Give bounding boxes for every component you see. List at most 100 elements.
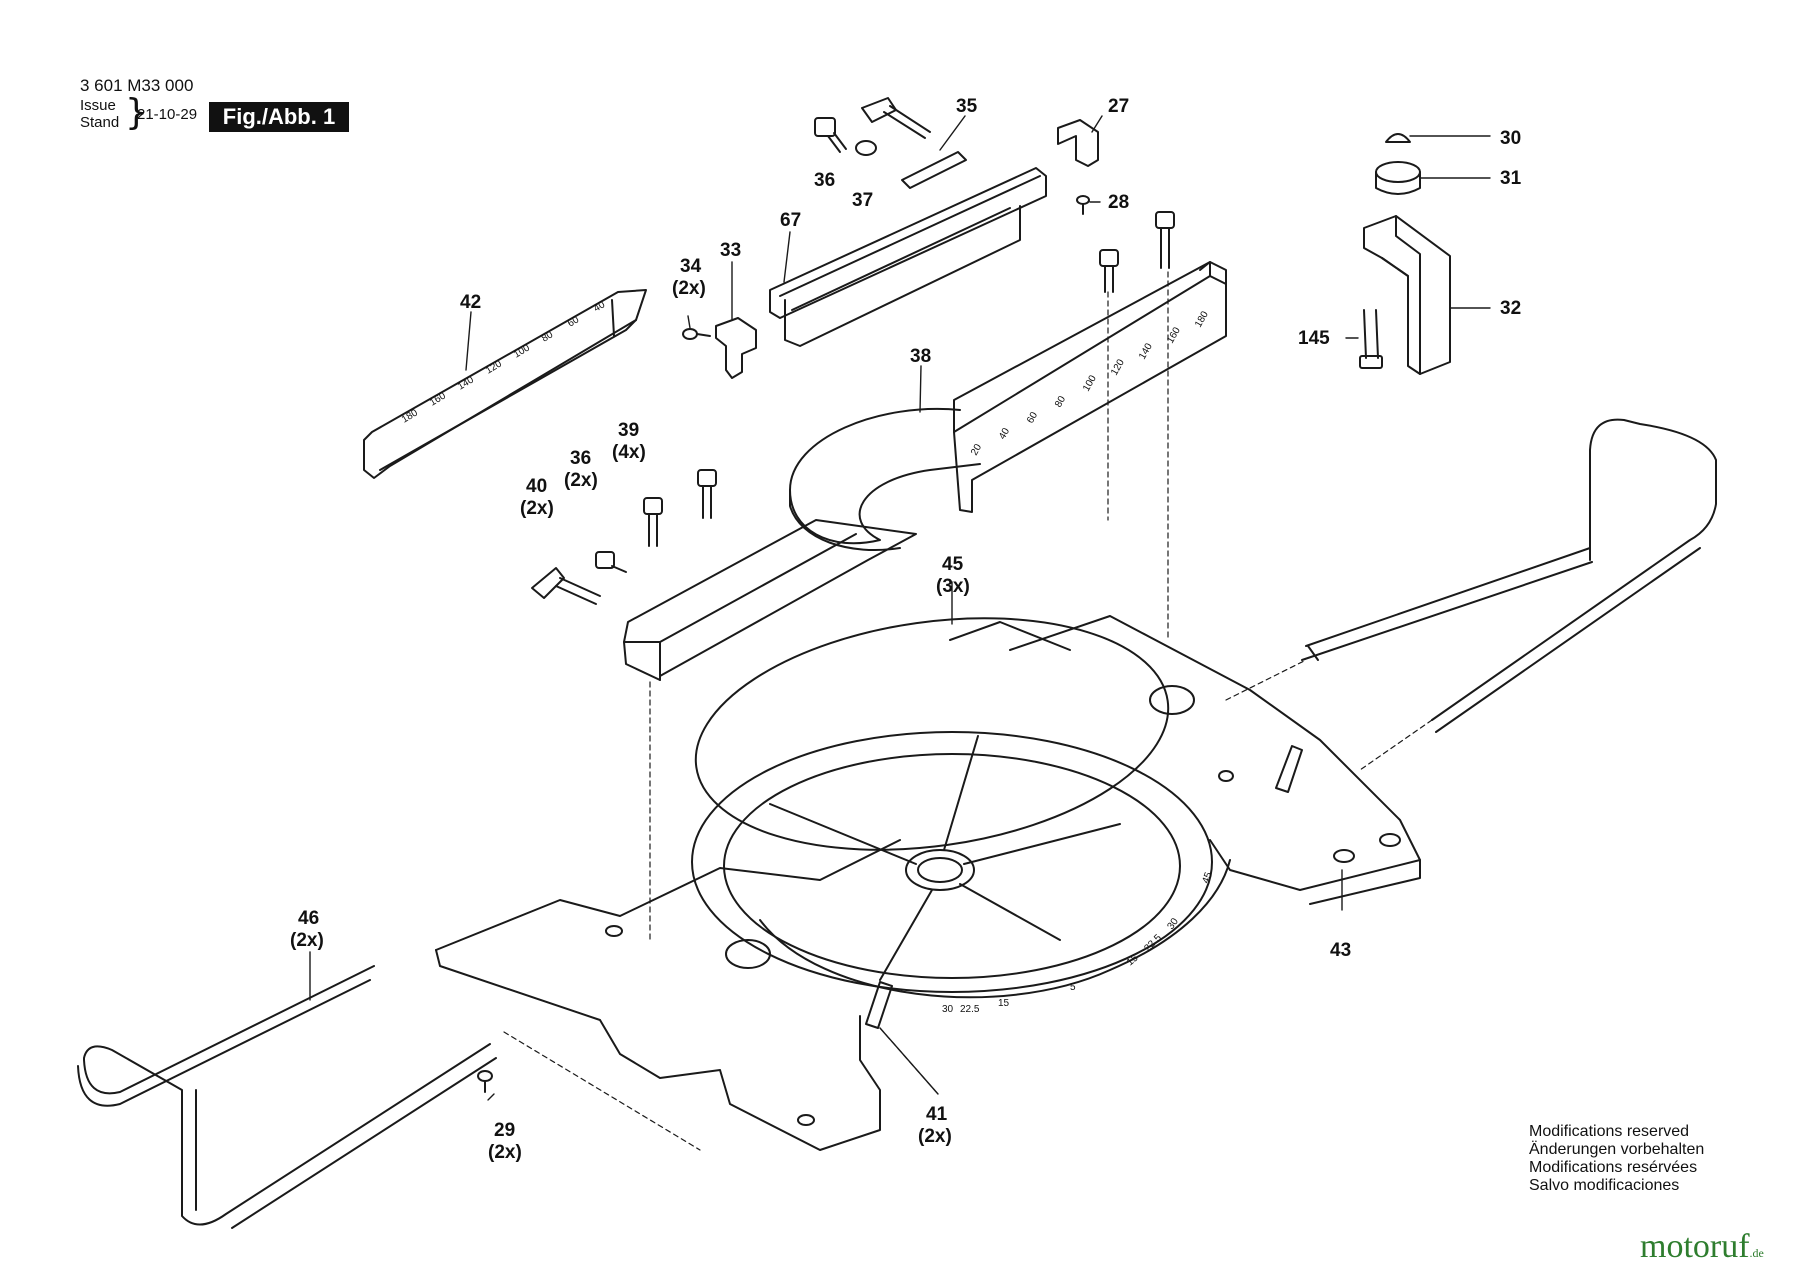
part-46-extension-left: [77, 965, 497, 1229]
part-32-stop-block: [1363, 215, 1451, 375]
callout-145: 145: [1298, 328, 1330, 349]
right-scale-5: 120: [1109, 357, 1127, 377]
miter-scale-5: 22.5: [1142, 932, 1164, 954]
callout-32: 32: [1500, 298, 1521, 319]
scale-numerals: 180 160 140 120 100 80 60 40 20 40 60 80…: [400, 299, 1215, 1015]
left-scale-0: 180: [400, 407, 420, 425]
brace-glyph: }: [125, 92, 148, 133]
brand-name: motoruf: [1640, 1228, 1750, 1265]
callout-41: 41: [926, 1104, 948, 1125]
callout-40-qty: (2x): [520, 498, 554, 519]
miter-scale-7: 45: [1200, 870, 1214, 885]
callout-36-top: 36: [814, 170, 835, 191]
part-46-extension-right: [1301, 418, 1717, 733]
callout-67: 67: [780, 210, 801, 231]
miter-scale-1: 22.5: [960, 1004, 980, 1015]
left-scale-1: 160: [428, 390, 448, 408]
left-scale-5: 80: [540, 329, 556, 344]
right-scale-2: 60: [1025, 410, 1040, 426]
callout-29: 29: [494, 1120, 515, 1141]
right-scale-6: 140: [1137, 341, 1155, 361]
callout-41-qty: (2x): [918, 1126, 952, 1147]
turntable: [691, 731, 1231, 999]
part-43-base: [435, 615, 1421, 1151]
right-fence-screws: [1099, 211, 1175, 293]
part-30-cap: [1385, 133, 1411, 143]
callout-28: 28: [1108, 192, 1129, 213]
right-scale-3: 80: [1053, 394, 1068, 410]
callout-45: 45: [942, 554, 964, 575]
callout-36-lower: 36: [570, 448, 591, 469]
modifications-notice: Modifications reserved Änderungen vorbeh…: [1529, 1123, 1704, 1195]
callout-38: 38: [910, 346, 931, 367]
callout-29-qty: (2x): [488, 1142, 522, 1163]
part-36-screw-top: [814, 117, 847, 153]
notice-line-de: Änderungen vorbehalten: [1529, 1141, 1705, 1158]
part-40-wing-screw: [531, 567, 601, 605]
left-scale-6: 60: [566, 314, 582, 329]
stand-label: Stand: [80, 114, 120, 131]
part-31-knob: [1375, 161, 1421, 195]
part-38-ring-plate: [789, 408, 981, 552]
callout-27: 27: [1108, 96, 1129, 117]
miter-scale-4: 15: [1125, 952, 1141, 968]
part-36-screw-lower: [595, 551, 627, 573]
doc-number: 3 601 M33 000: [80, 76, 194, 95]
issue-stand-labels: Issue Stand: [80, 97, 119, 131]
part-145-screw: [1359, 309, 1383, 369]
part-45-ring: [694, 617, 1170, 851]
part-67-rail: [769, 167, 1047, 347]
notice-line-fr: Modifications resérvées: [1529, 1159, 1698, 1176]
part-37-washer: [855, 140, 877, 156]
callout-36-lower-qty: (2x): [564, 470, 598, 491]
alignment-lines: [503, 271, 1433, 1151]
right-scale-4: 100: [1081, 373, 1099, 393]
callout-30: 30: [1500, 128, 1521, 149]
callout-39-qty: (4x): [612, 442, 646, 463]
callout-42: 42: [460, 292, 481, 313]
right-scale-8: 180: [1193, 309, 1211, 329]
callout-45-qty: (3x): [936, 576, 970, 597]
left-scale-7: 40: [592, 299, 608, 314]
callout-46: 46: [298, 908, 319, 929]
callout-46-qty: (2x): [290, 930, 324, 951]
figure-label: Fig./Abb. 1: [209, 102, 349, 132]
callout-43: 43: [1330, 940, 1351, 961]
callout-34: 34: [680, 256, 702, 277]
callout-37: 37: [852, 190, 873, 211]
callout-39: 39: [618, 420, 639, 441]
miter-scale-2: 15: [998, 998, 1010, 1009]
left-fence-lower: [623, 519, 917, 681]
notice-line-es: Salvo modificaciones: [1529, 1177, 1680, 1194]
part-27-bracket: [1057, 119, 1099, 167]
left-scale-4: 100: [512, 342, 532, 360]
left-scale-3: 120: [484, 358, 504, 376]
part-33-clip: [715, 317, 757, 379]
left-scale-2: 140: [456, 374, 476, 392]
part-34-screw: [682, 328, 711, 340]
callout-31: 31: [1500, 168, 1522, 189]
part-42-left-fence: [363, 289, 647, 479]
callout-33: 33: [720, 240, 741, 261]
part-35-wing-screw: [861, 97, 967, 189]
part-callouts: 35 27 36 37 28 30 31 32 145 67 33 34 (2x…: [290, 96, 1522, 1163]
part-28-screw: [1076, 195, 1090, 215]
notice-line-en: Modifications reserved: [1529, 1123, 1690, 1140]
brand-suffix: .de: [1749, 1246, 1764, 1260]
part-29-screw: [477, 1070, 493, 1093]
right-scale-1: 40: [997, 426, 1012, 442]
leader-lines: [309, 115, 1491, 1101]
part-38-right-fence: [953, 261, 1227, 513]
callout-40: 40: [526, 476, 547, 497]
issue-label: Issue: [80, 97, 116, 114]
base-lock-knob-front: [865, 981, 893, 1029]
callout-35: 35: [956, 96, 978, 117]
right-scale-0: 20: [969, 442, 984, 458]
base-lock-knob-right: [1275, 745, 1303, 793]
miter-scale-0: 30: [942, 1004, 954, 1015]
brand-logo: motoruf.de: [1640, 1228, 1764, 1266]
miter-scale-3: 5: [1070, 982, 1076, 993]
callout-34-qty: (2x): [672, 278, 706, 299]
